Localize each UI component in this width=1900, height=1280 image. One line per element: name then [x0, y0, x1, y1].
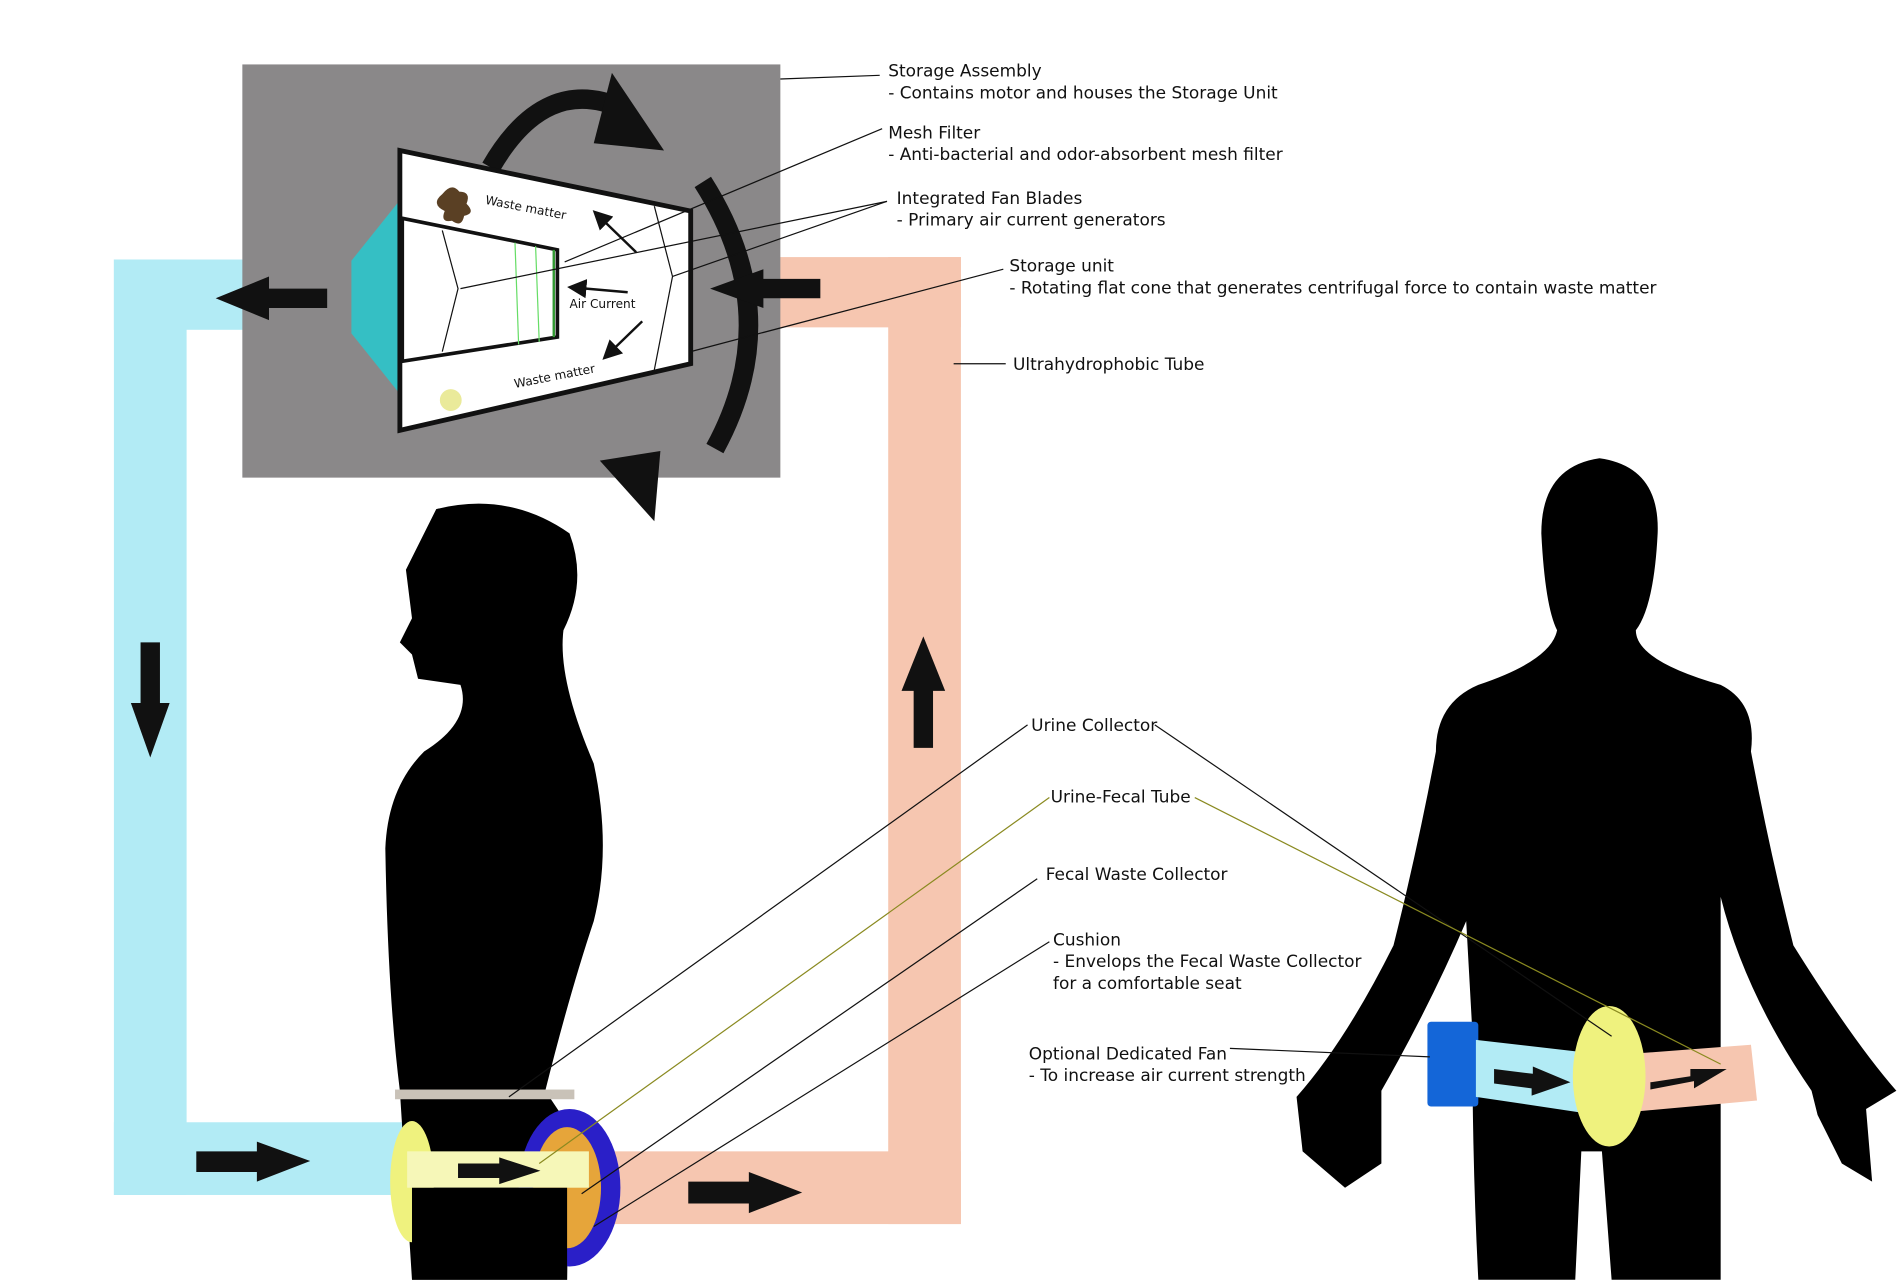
urine-fecal-tube-title: Urine-Fecal Tube	[1051, 786, 1191, 806]
fecal-waste-blob-icon	[436, 187, 471, 224]
side-view-human-silhouette	[385, 503, 603, 1280]
flow-arrows	[130, 269, 946, 1214]
fan-blades-desc: - Primary air current generators	[897, 210, 1166, 230]
fan-desc: - To increase air current strength	[1029, 1065, 1306, 1085]
storage-unit: Waste matter Waste matter Air Current	[397, 147, 694, 434]
front-view-human-silhouette	[1296, 458, 1897, 1280]
fan-blades-title: Integrated Fan Blades	[897, 188, 1083, 208]
outlet-cone	[351, 200, 400, 395]
cushion-title: Cushion	[1053, 929, 1121, 949]
mesh-filter-title: Mesh Filter	[888, 122, 980, 142]
storage-unit-desc: - Rotating flat cone that generates cent…	[1009, 277, 1656, 297]
urine-drop-icon	[439, 389, 462, 411]
storage-assembly-title: Storage Assembly	[888, 61, 1041, 81]
mesh-filter-desc: - Anti-bacterial and odor-absorbent mesh…	[888, 144, 1283, 164]
tube-title: Ultrahydrophobic Tube	[1013, 354, 1204, 374]
urine-collector-strap	[395, 1089, 575, 1100]
storage-unit-title: Storage unit	[1009, 256, 1114, 276]
storage-assembly-desc: - Contains motor and houses the Storage …	[888, 82, 1278, 102]
front-urine-collector	[1572, 1005, 1646, 1147]
leader-lines	[460, 74, 1721, 1227]
dedicated-fan	[1427, 1021, 1479, 1107]
urine-collector-title: Urine Collector	[1031, 715, 1157, 735]
fan-title: Optional Dedicated Fan	[1029, 1043, 1227, 1063]
cushion-desc-2: for a comfortable seat	[1053, 973, 1242, 993]
fecal-collector-title: Fecal Waste Collector	[1046, 864, 1228, 884]
cushion-desc: - Envelops the Fecal Waste Collector	[1053, 951, 1362, 971]
air-current-label: Air Current	[570, 297, 636, 311]
